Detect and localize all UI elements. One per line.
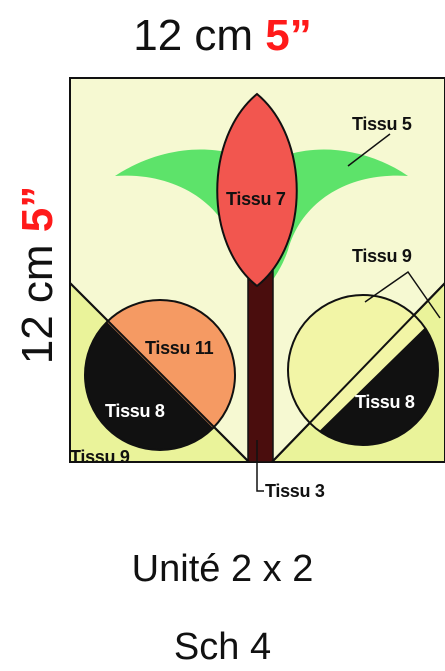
- label-tissu3: Tissu 3: [265, 481, 325, 501]
- top-dimension: 12 cm 5”: [0, 8, 445, 64]
- leader-tissu9: [364, 270, 441, 319]
- label-tissu9-right: Tissu 9: [352, 246, 412, 266]
- circle-left-outline: [84, 299, 236, 451]
- label-tissu9-bottom: Tissu 9: [70, 447, 130, 467]
- label-tissu8-left: Tissu 8: [105, 401, 165, 421]
- stem: [247, 269, 274, 463]
- leader-tissu5: [347, 133, 391, 167]
- label-tissu8-right: Tissu 8: [355, 392, 415, 412]
- circle-right-dark-half: [300, 308, 438, 445]
- label-tissu7: Tissu 7: [226, 189, 286, 209]
- diagonal-line-left: [69, 282, 250, 463]
- leader-tissu3: [256, 440, 264, 492]
- circle-left-dark-half: [85, 300, 235, 450]
- circle-left: [84, 299, 236, 451]
- label-tissu5: Tissu 5: [352, 114, 412, 134]
- scheme-caption: Sch 4: [173, 626, 272, 668]
- circle-right-outline: [287, 294, 439, 446]
- label-tissu11: Tissu 11: [145, 338, 214, 358]
- top-dimension-imperial: 5”: [265, 11, 312, 60]
- diagonal-line-right: [271, 282, 445, 463]
- top-dimension-metric: 12 cm: [133, 11, 254, 60]
- petal: [216, 92, 298, 288]
- unit-caption: Unité 2 x 2: [131, 548, 314, 590]
